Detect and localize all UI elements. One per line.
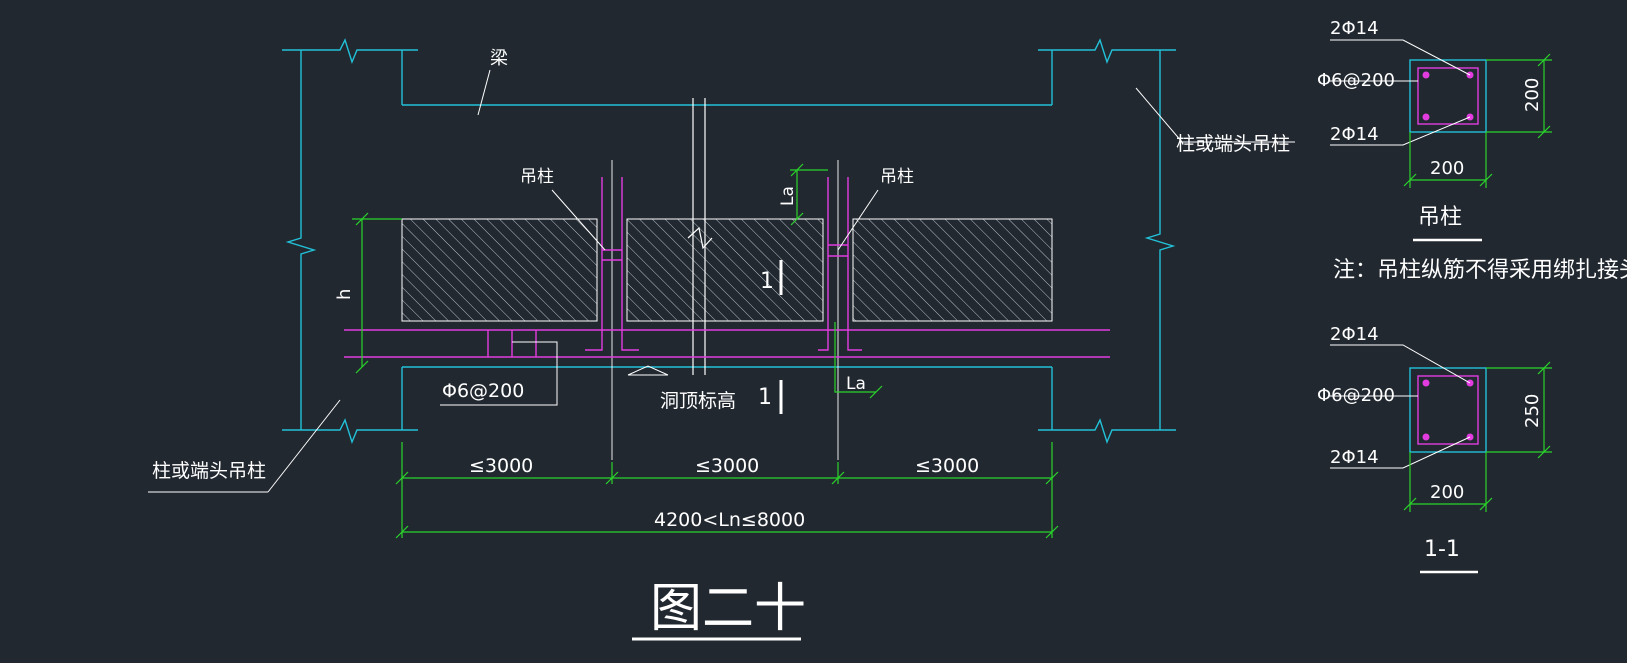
leader-lines xyxy=(148,69,1295,493)
stirrup-label: Φ6@200 xyxy=(442,380,524,402)
hanger-section-leaders xyxy=(1330,39,1471,146)
lintel-segment-3 xyxy=(852,218,1053,322)
hanger-section-outline xyxy=(1409,59,1487,133)
hanger-label-right: 吊柱 xyxy=(880,167,914,187)
left-column-left-edge xyxy=(285,50,317,430)
hanger-section-title: 吊柱 xyxy=(1418,205,1462,230)
left-hanger-bar-2 xyxy=(621,177,639,351)
right-column-right-edge xyxy=(1144,50,1176,430)
dim-h-label: h xyxy=(334,289,355,300)
left-hanger-bar-1 xyxy=(585,177,603,351)
section-1-1-height-dim: 250 xyxy=(1522,394,1543,428)
left-column-top-break xyxy=(282,38,418,65)
dim-span-3-label: ≤3000 xyxy=(915,455,979,477)
section-1-1-leaders xyxy=(1330,344,1471,469)
section-hanger: 2Φ14 Φ6@200 2Φ14 200 200 吊柱 xyxy=(1317,18,1552,242)
hanger-label-left: 吊柱 xyxy=(520,167,554,187)
beam-label: 梁 xyxy=(490,48,508,69)
column-label-left: 柱或端头吊柱 xyxy=(152,460,266,482)
right-column-bottom-break xyxy=(1038,418,1176,445)
section-1-1-dims xyxy=(1403,361,1552,512)
section-1-1-title: 1-1 xyxy=(1424,537,1460,562)
hanger-stirrup-label: Φ6@200 xyxy=(1317,70,1395,91)
hanger-bottom-bar-label: 2Φ14 xyxy=(1330,124,1379,145)
section-mark-top-label: 1 xyxy=(760,269,774,294)
section-mark-bottom-label: 1 xyxy=(758,385,772,410)
main-elevation: 梁 吊柱 吊柱 柱或端头吊柱 柱或端头吊柱 Φ6@200 洞顶标高 h La L… xyxy=(148,38,1295,641)
hanger-width-dim: 200 xyxy=(1430,158,1464,179)
dim-la-top-label: La xyxy=(778,186,798,206)
lintel-segment-2 xyxy=(626,218,824,322)
hanger-section-stirrup xyxy=(1417,67,1479,125)
column-label-right: 柱或端头吊柱 xyxy=(1176,133,1290,155)
hanger-height-dim: 200 xyxy=(1522,78,1543,112)
section-1-1: 2Φ14 Φ6@200 2Φ14 250 200 1-1 xyxy=(1317,324,1552,574)
dimensions xyxy=(352,163,1059,539)
lintel-segment-1 xyxy=(401,218,598,322)
left-column-bottom-break xyxy=(282,418,418,445)
rebar xyxy=(344,177,1110,358)
right-hanger-bar-1 xyxy=(818,177,829,351)
hanger-section-bars xyxy=(1422,71,1474,121)
dim-span-1-label: ≤3000 xyxy=(469,455,533,477)
figure-title: 图二十 xyxy=(650,579,806,639)
section-1-1-stirrup-label: Φ6@200 xyxy=(1317,385,1395,406)
right-column-top-break xyxy=(1038,38,1176,65)
section-1-1-bars xyxy=(1422,379,1474,441)
dim-total-label: 4200<Ln≤8000 xyxy=(654,509,805,531)
concrete-outline xyxy=(282,38,1176,445)
hanger-section-dims xyxy=(1403,53,1552,188)
lintel-beam xyxy=(401,218,1053,322)
dim-la-bottom-label: La xyxy=(846,374,866,394)
section-1-1-stirrup xyxy=(1417,375,1479,445)
section-1-1-top-bar-label: 2Φ14 xyxy=(1330,324,1379,345)
section-1-1-outline xyxy=(1409,367,1487,453)
opening-top-label: 洞顶标高 xyxy=(660,390,736,412)
hanger-top-bar-label: 2Φ14 xyxy=(1330,18,1379,39)
section-1-1-bottom-bar-label: 2Φ14 xyxy=(1330,447,1379,468)
hanger-centerlines xyxy=(611,160,839,460)
dim-span-2-label: ≤3000 xyxy=(695,455,759,477)
center-break-line xyxy=(687,98,713,375)
note-text: 注：吊柱纵筋不得采用绑扎接头。 xyxy=(1333,258,1627,283)
section-1-1-width-dim: 200 xyxy=(1430,482,1464,503)
